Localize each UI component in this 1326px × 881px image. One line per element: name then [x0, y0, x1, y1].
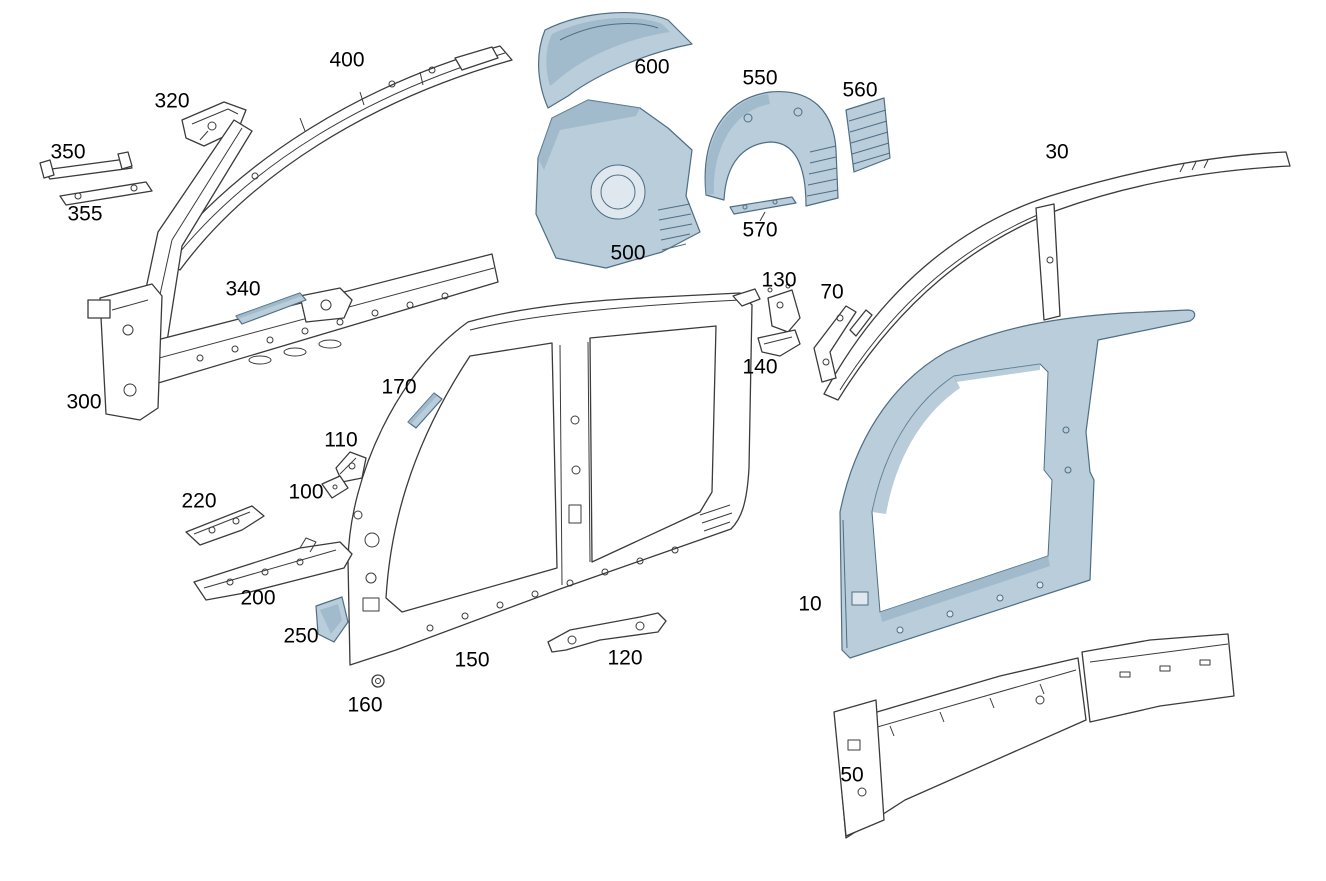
- callout-300[interactable]: 300: [66, 390, 102, 414]
- part-30-roof-rail-drawing[interactable]: [823, 151, 1291, 401]
- part-560-vent-bracket-drawing[interactable]: [845, 97, 891, 173]
- part-50-rocker-drawing[interactable]: [833, 633, 1235, 839]
- part-550-wheelhouse-drawing[interactable]: [704, 90, 839, 207]
- callout-10[interactable]: 10: [798, 592, 822, 616]
- part-100-bracket-drawing[interactable]: [321, 475, 349, 499]
- part-160-grommet-drawing[interactable]: [371, 674, 385, 688]
- callout-150[interactable]: 150: [454, 648, 490, 672]
- callout-70[interactable]: 70: [820, 280, 844, 304]
- callout-30[interactable]: 30: [1045, 140, 1069, 164]
- callout-550[interactable]: 550: [742, 66, 778, 90]
- callout-250[interactable]: 250: [283, 624, 319, 648]
- part-70-bracket-drawing[interactable]: [813, 305, 873, 383]
- part-355-rail-drawing[interactable]: [59, 181, 153, 206]
- part-400-roof-rail-drawing[interactable]: [161, 45, 513, 271]
- callout-200[interactable]: 200: [240, 586, 276, 610]
- callout-560[interactable]: 560: [842, 78, 878, 102]
- part-150-side-frame-drawing[interactable]: [347, 288, 761, 666]
- part-170-strip-drawing[interactable]: [407, 392, 443, 429]
- part-340-strip-drawing[interactable]: [235, 292, 307, 325]
- callout-570[interactable]: 570: [742, 218, 778, 242]
- part-300-inner-frame-drawing[interactable]: [87, 119, 499, 421]
- callout-130[interactable]: 130: [761, 268, 797, 292]
- callout-600[interactable]: 600: [634, 55, 670, 79]
- part-130-bracket-drawing[interactable]: [767, 283, 801, 333]
- callout-355[interactable]: 355: [67, 202, 103, 226]
- callout-100[interactable]: 100: [288, 480, 324, 504]
- callout-220[interactable]: 220: [181, 489, 217, 513]
- callout-50[interactable]: 50: [840, 763, 864, 787]
- part-200-rail-drawing[interactable]: [193, 537, 353, 601]
- part-600-brace-drawing[interactable]: [538, 11, 693, 109]
- part-350-rail-drawing[interactable]: [39, 151, 133, 180]
- part-250-gusset-drawing[interactable]: [315, 596, 349, 643]
- part-10-uniside-drawing[interactable]: [839, 309, 1196, 659]
- part-570-strip-drawing[interactable]: [729, 196, 797, 222]
- part-120-brace-drawing[interactable]: [547, 612, 667, 653]
- part-500-quarter-panel-drawing[interactable]: [535, 99, 701, 269]
- callout-400[interactable]: 400: [329, 48, 365, 72]
- callout-160[interactable]: 160: [347, 693, 383, 717]
- part-140-bracket-drawing[interactable]: [757, 329, 801, 357]
- callout-500[interactable]: 500: [610, 241, 646, 265]
- callout-350[interactable]: 350: [50, 140, 86, 164]
- callout-110[interactable]: 110: [324, 428, 358, 452]
- callout-140[interactable]: 140: [742, 355, 778, 379]
- callout-170[interactable]: 170: [381, 375, 417, 399]
- callout-320[interactable]: 320: [154, 89, 190, 113]
- part-220-rail-drawing[interactable]: [185, 505, 265, 546]
- callout-340[interactable]: 340: [225, 277, 261, 301]
- callout-120[interactable]: 120: [607, 646, 643, 670]
